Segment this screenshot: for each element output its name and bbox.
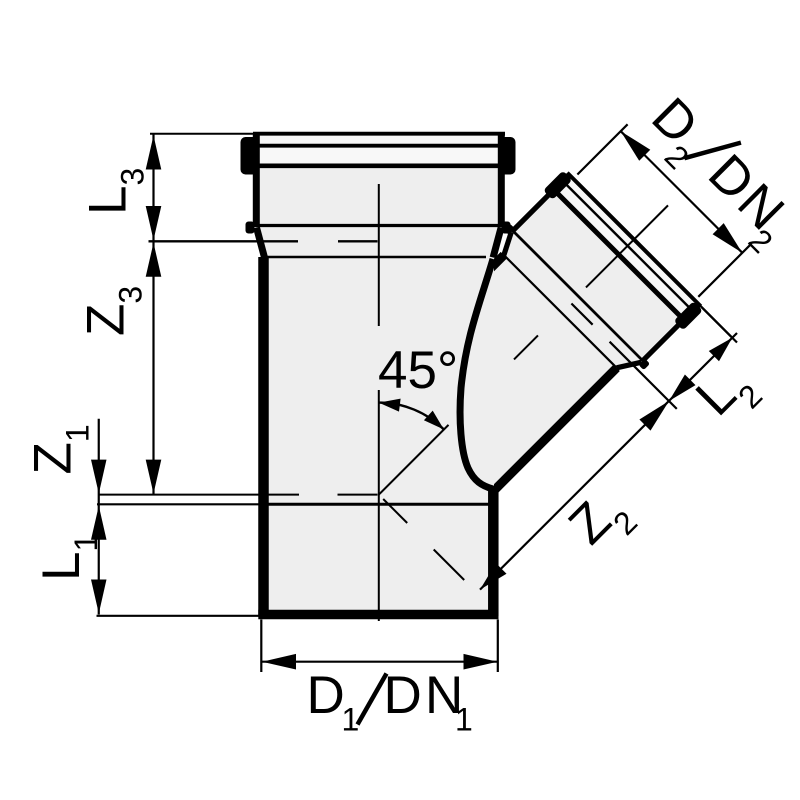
- svg-text:Z3: Z3: [77, 286, 149, 336]
- svg-text:D: D: [307, 666, 345, 725]
- svg-text:45°: 45°: [378, 341, 458, 400]
- svg-text:N: N: [425, 666, 463, 725]
- svg-text:1: 1: [455, 702, 473, 738]
- svg-text:Z2: Z2: [558, 478, 644, 564]
- svg-text:1: 1: [342, 702, 360, 738]
- svg-text:Z1: Z1: [24, 424, 96, 474]
- svg-text:D: D: [384, 666, 422, 725]
- svg-text:L2: L2: [685, 352, 769, 436]
- svg-text:L1: L1: [32, 534, 104, 581]
- svg-text:L3: L3: [79, 168, 151, 215]
